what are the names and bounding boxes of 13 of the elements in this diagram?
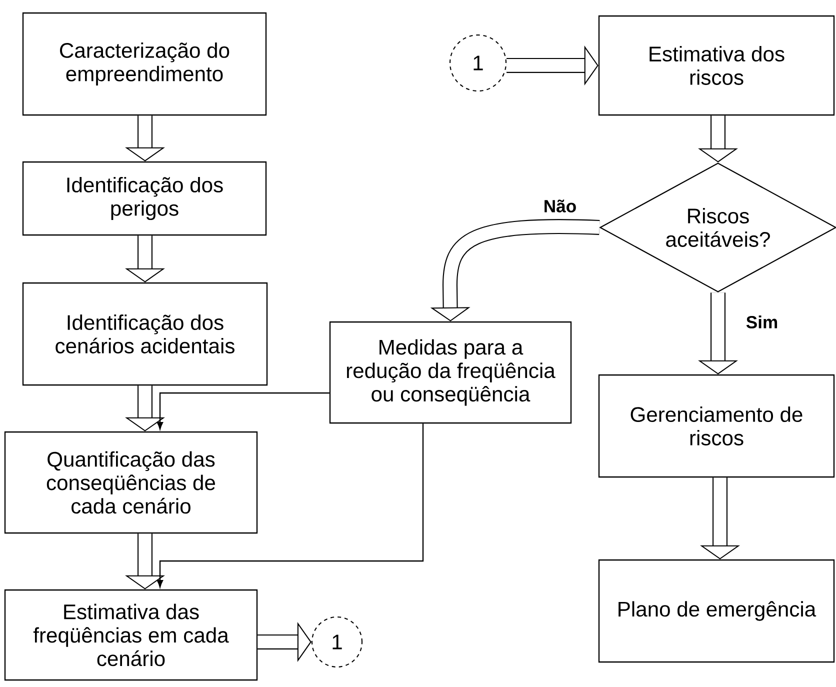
process-box: Identificação dos perigos (22, 161, 267, 236)
process-box: Caracterização do empreendimento (22, 12, 267, 116)
process-box: Medidas para a redução da freqüência ou conseqüência (329, 321, 572, 424)
edge-label: Não (544, 200, 576, 212)
arrow (156, 424, 424, 588)
process-box: Plano de emergência (598, 559, 835, 663)
process-box: Identificação dos cenários acidentais (22, 282, 268, 386)
process-box: Quantificação das conseqüências de cada cenário (4, 431, 258, 534)
process-box: Estimativa das freqüências em cada cenário (4, 589, 258, 681)
process-box: Gerenciamento de riscos (598, 374, 835, 478)
process-box: Estimativa dos riscos (598, 15, 835, 116)
edge-label: Sim (746, 316, 778, 328)
arrow (156, 392, 330, 430)
